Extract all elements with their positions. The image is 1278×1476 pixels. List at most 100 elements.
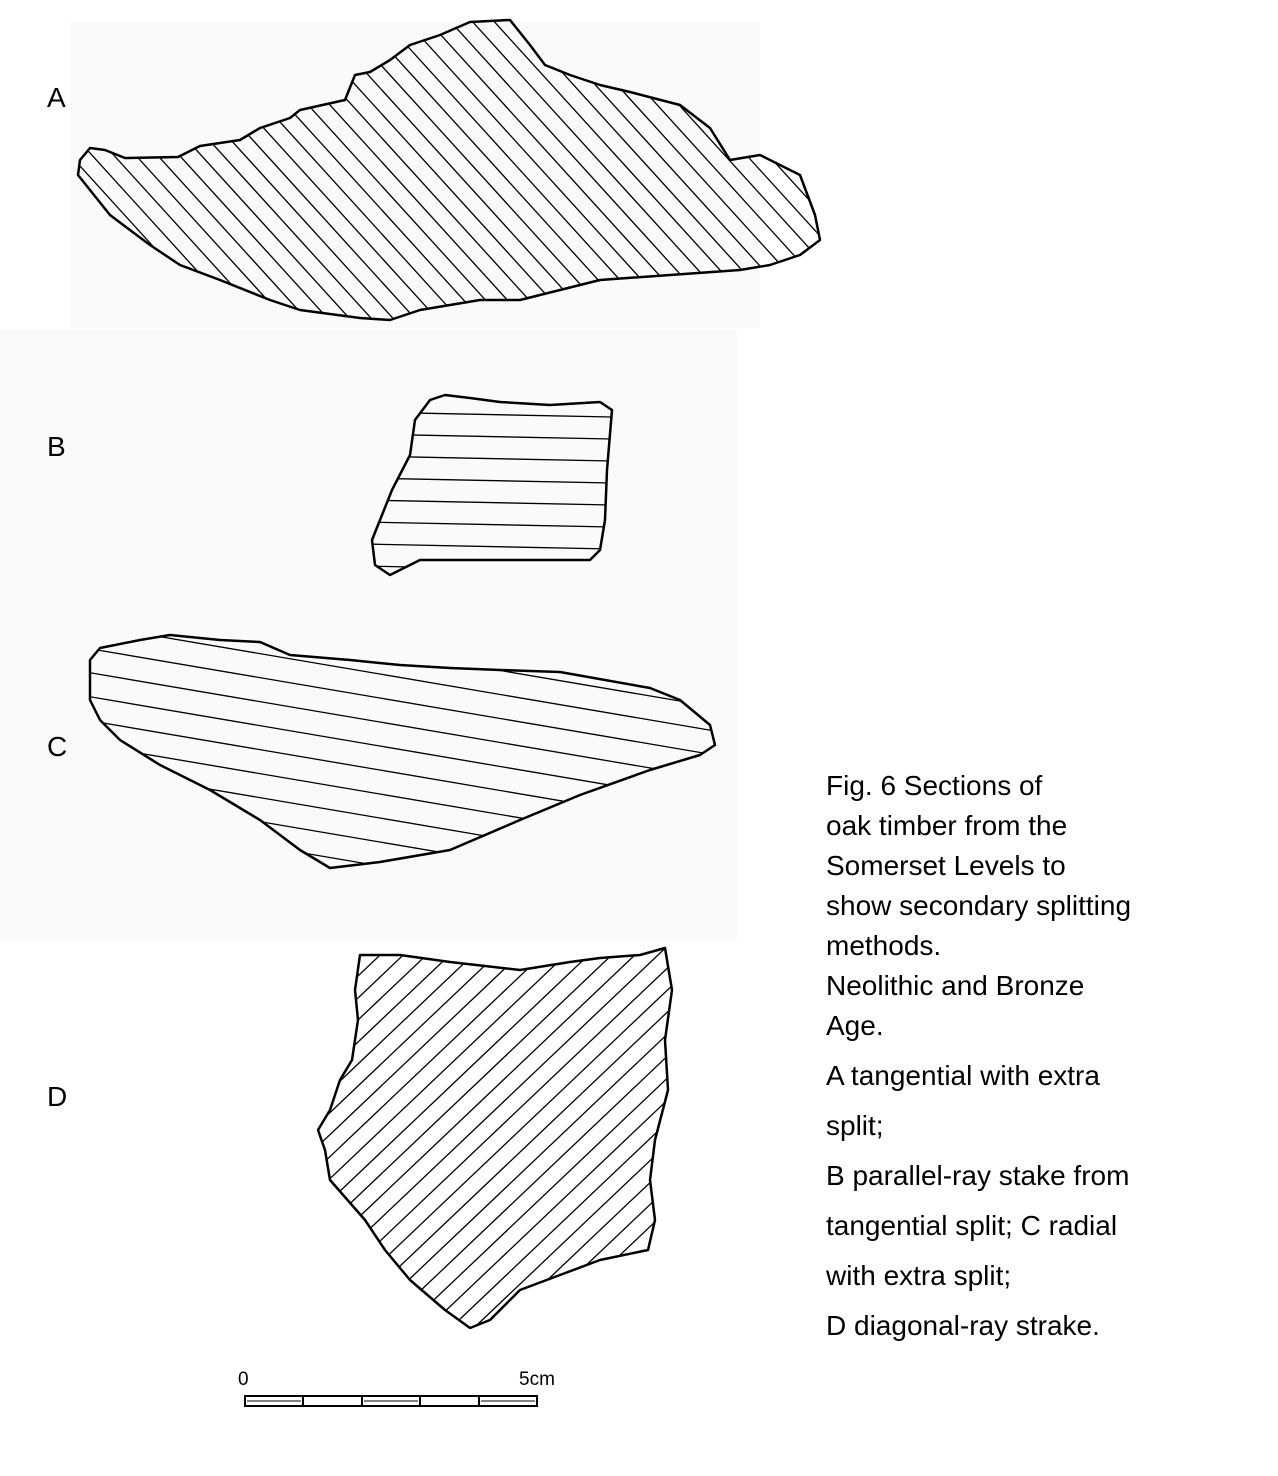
grain-line <box>775 20 820 69</box>
grain-line <box>644 20 820 213</box>
panel-background-bc <box>0 330 737 940</box>
grain-line <box>78 67 308 320</box>
grain-line <box>357 1029 672 1328</box>
grain-line <box>78 163 221 320</box>
section-outline <box>316 946 674 1330</box>
grain-line <box>78 91 286 320</box>
grain-line <box>372 543 612 550</box>
grain-line <box>208 20 483 320</box>
grain-line <box>90 744 715 852</box>
grain-line <box>318 948 458 1081</box>
section-label-c: C <box>47 731 68 762</box>
grain-line <box>90 672 715 780</box>
grain-line <box>78 283 112 320</box>
grain-line <box>78 20 352 320</box>
caption-line: Neolithic and Bronze <box>826 970 1085 1001</box>
grain-line <box>492 20 766 320</box>
grain-line <box>78 259 134 320</box>
grain-line <box>589 1249 672 1328</box>
scale-end-label: 5cm <box>519 1369 555 1390</box>
legend-line: B parallel-ray stake from <box>826 1160 1130 1191</box>
section-label-a: A <box>47 82 66 113</box>
grain-line <box>623 20 820 237</box>
grain-line <box>318 948 551 1169</box>
grain-line <box>295 20 570 320</box>
caption-line: oak timber from the <box>826 810 1068 841</box>
grain-line <box>496 1161 672 1328</box>
grain-line <box>121 20 396 320</box>
scale-bar <box>244 1395 538 1407</box>
grain-line <box>339 20 614 320</box>
hatching-lines <box>90 635 715 868</box>
grain-line <box>361 20 636 320</box>
legend-line: D diagonal-ray strake. <box>826 1310 1100 1341</box>
caption-line: Age. <box>826 1010 884 1041</box>
grain-line <box>383 20 657 320</box>
grain-line <box>658 1315 672 1328</box>
grain-line <box>635 1293 672 1328</box>
grain-line <box>318 948 504 1125</box>
grain-line <box>318 948 342 971</box>
grain-line <box>318 948 574 1191</box>
grain-line <box>90 768 674 868</box>
section-outline <box>76 18 822 322</box>
grain-line <box>318 948 435 1059</box>
grain-line <box>432 635 715 684</box>
grain-line <box>710 20 820 141</box>
grain-line <box>90 864 110 868</box>
grain-line <box>317 20 592 320</box>
grain-line <box>372 433 612 440</box>
caption-line: methods. <box>826 930 942 961</box>
grain-line <box>688 20 820 165</box>
section-label-d: D <box>47 1081 68 1112</box>
grain-line <box>426 20 701 320</box>
grain-line <box>519 1183 672 1328</box>
grain-line <box>318 948 666 1279</box>
caption-line: Somerset Levels to <box>826 850 1066 881</box>
grain-line <box>230 20 505 320</box>
grain-line <box>470 20 745 320</box>
grain-line <box>90 720 715 828</box>
legend-line: A tangential with extra <box>826 1060 1100 1091</box>
section-d-diagonal-ray-strake <box>316 946 674 1330</box>
hatching-lines <box>78 20 820 320</box>
grain-line <box>514 20 788 320</box>
grain-line <box>666 20 820 189</box>
grain-line <box>318 948 527 1147</box>
grain-line <box>318 948 412 1037</box>
caption-line: Fig. 6 Sections of <box>826 770 1043 801</box>
grain-line <box>150 635 715 732</box>
grain-line <box>274 20 548 320</box>
grain-line <box>318 948 481 1103</box>
grain-line <box>404 20 679 320</box>
grain-line <box>90 840 251 868</box>
section-outline <box>88 633 717 870</box>
grain-line <box>334 1007 672 1328</box>
grain-line <box>372 455 612 462</box>
grain-line <box>579 20 820 285</box>
grain-line <box>612 1271 672 1328</box>
grain-line <box>372 521 612 528</box>
section-a-tangential <box>76 18 822 322</box>
grain-line <box>573 635 715 660</box>
grain-line <box>372 499 612 506</box>
section-b-parallel-ray-stake <box>370 393 614 577</box>
grain-line <box>318 985 672 1323</box>
caption-line: show secondary splitting <box>826 890 1132 921</box>
section-c-radial <box>88 633 717 870</box>
section-label-b: B <box>47 431 66 462</box>
grain-line <box>99 20 374 320</box>
hatching-lines <box>318 948 672 1328</box>
grain-line <box>732 20 820 117</box>
grain-line <box>565 1227 672 1328</box>
legend-line: with extra split; <box>826 1260 1012 1291</box>
grain-line <box>797 20 820 45</box>
grain-line <box>372 411 612 418</box>
grain-line <box>78 307 90 320</box>
grain-line <box>78 139 243 320</box>
grain-line <box>90 648 715 756</box>
grain-line <box>318 948 643 1257</box>
grain-line <box>473 1139 672 1328</box>
